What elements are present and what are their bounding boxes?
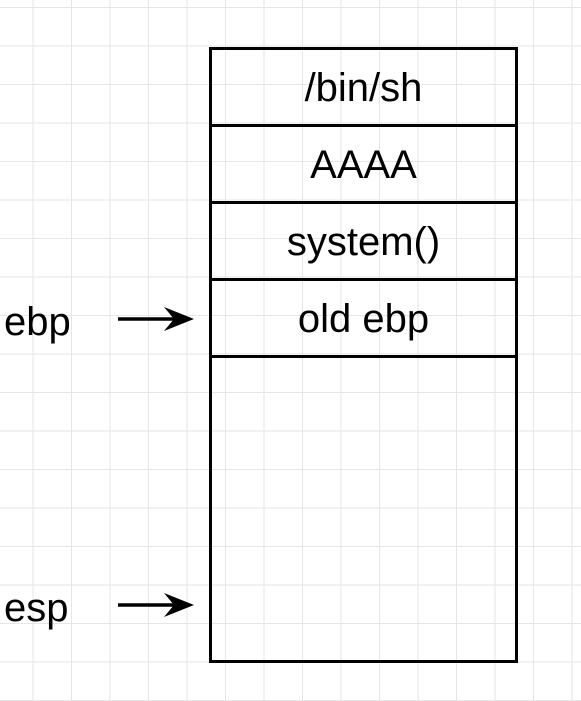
esp-label: esp (4, 586, 69, 630)
stack-cell-old-ebp: old ebp (212, 281, 515, 358)
stack-free-space (212, 358, 515, 660)
ebp-label: ebp (4, 300, 71, 344)
stack-cell-system: system() (212, 204, 515, 281)
stack-cell-padding: AAAA (212, 127, 515, 204)
esp-arrow-icon (118, 593, 194, 617)
ebp-arrow-icon (118, 307, 194, 331)
stack-cell-binsh: /bin/sh (212, 50, 515, 127)
stack-frame: /bin/sh AAAA system() old ebp (209, 47, 518, 663)
